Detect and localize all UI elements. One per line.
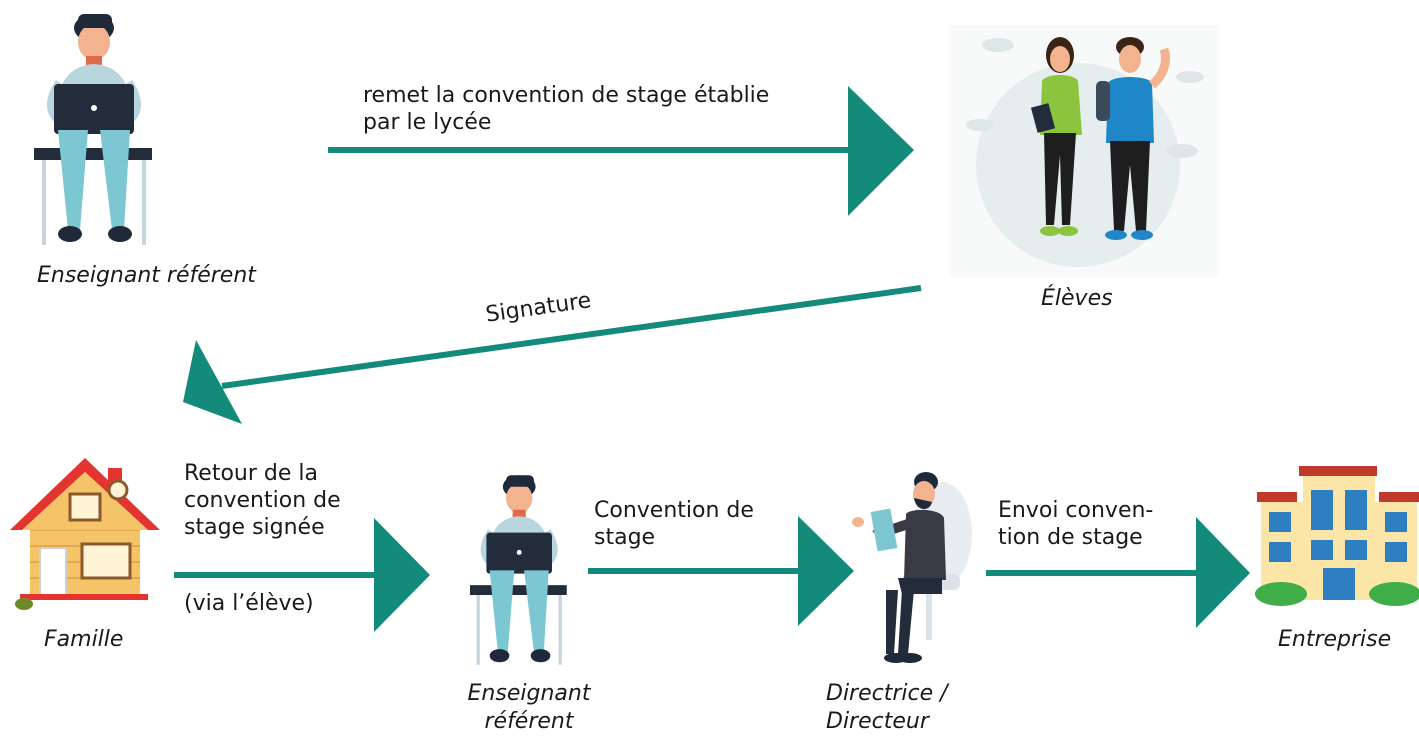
edge-label-send: Envoi conven- tion de stage (998, 497, 1153, 551)
edge-label-send-line2: tion de stage (998, 525, 1143, 550)
node-label-company: Entreprise (1278, 627, 1392, 652)
edge-label-return: Retour de la convention de stage signée (184, 460, 341, 541)
edge-label-top: remet la convention de stage établie par… (363, 82, 769, 136)
edge-label-top-line2: par le lycée (363, 110, 492, 135)
edge-label-send-line1: Envoi conven- (998, 498, 1154, 523)
edge-label-convention-line2: stage (594, 525, 656, 550)
edge-label-convention-line1: Convention de (594, 498, 754, 523)
arrow-teacher-to-students (328, 86, 914, 216)
node-label-teacher-bottom: Enseignant référent (454, 680, 604, 736)
edge-label-top-line1: remet la convention de stage établie (363, 83, 770, 108)
node-label-students: Élèves (1041, 286, 1113, 311)
node-label-director-line2: Directeur (826, 709, 929, 734)
node-label-teacher-bottom-line2: référent (484, 709, 574, 734)
edge-label-return-line3: stage signée (184, 515, 325, 540)
arrow-family-to-teacher (174, 518, 430, 632)
edge-label-return-note: (via l’élève) (184, 591, 314, 616)
node-label-director: Directrice / Directeur (826, 680, 976, 736)
edge-label-return-line1: Retour de la (184, 461, 318, 486)
node-label-teacher-bottom-line1: Enseignant (467, 681, 591, 706)
node-label-family: Famille (44, 627, 124, 652)
edge-label-return-line2: convention de (184, 488, 341, 513)
edge-label-convention: Convention de stage (594, 497, 754, 551)
node-label-teacher-top: Enseignant référent (37, 263, 256, 288)
arrow-director-to-company (986, 517, 1250, 628)
node-label-director-line1: Directrice / (826, 681, 948, 706)
arrow-teacher-to-director (588, 516, 854, 626)
arrow-students-to-family (183, 285, 922, 424)
